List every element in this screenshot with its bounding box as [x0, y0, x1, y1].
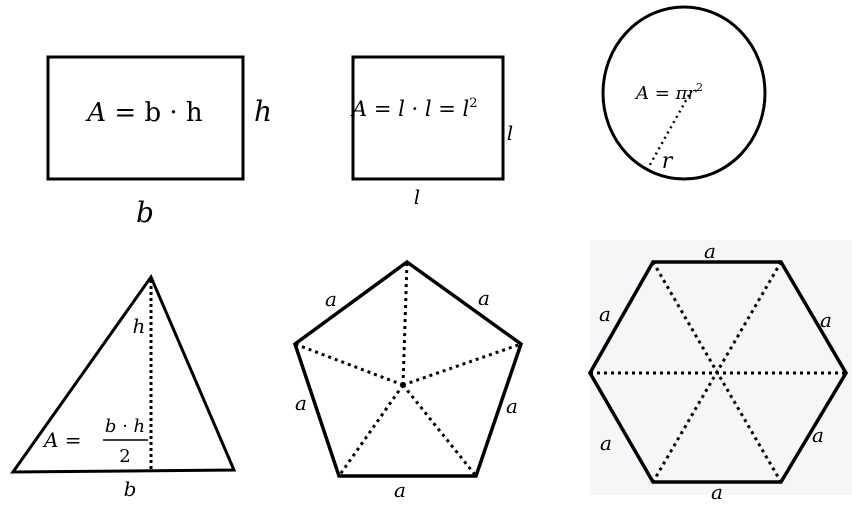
pentagon-side-label: a [394, 478, 406, 502]
hexagon-diagonals [590, 261, 846, 483]
hexagon-side-label: a [600, 431, 612, 455]
circle-formula: A = πr2 [634, 81, 703, 104]
pentagon-shape [292, 259, 524, 478]
rectangle-base-label: b [136, 196, 154, 229]
pentagon-figure: a a a a a [292, 259, 524, 502]
triangle-formula-lhs: A = [42, 428, 82, 452]
circle-shape [601, 5, 767, 181]
triangle-figure: h A = b · h 2 b [10, 273, 237, 501]
square-side-label: l [507, 121, 513, 145]
rectangle-formula: A = b · h [85, 98, 203, 128]
triangle-shape [10, 273, 237, 474]
triangle-formula-numerator: b · h [105, 416, 145, 437]
square-formula: A = l · l = l2 [350, 96, 478, 121]
hexagon-figure: a a a a a a [587, 239, 852, 504]
hexagon-side-label: a [599, 302, 611, 326]
pentagon-side-label: a [295, 391, 307, 415]
triangle-formula-denominator: 2 [119, 446, 130, 467]
pentagon-radii [294, 261, 522, 477]
hexagon-side-label: a [711, 480, 723, 504]
pentagon-side-label: a [325, 287, 337, 311]
hexagon-side-label: a [820, 308, 832, 332]
triangle-base-label: b [124, 477, 137, 501]
circle-radius-label: r [662, 149, 674, 174]
rectangle-height-label: h [254, 95, 272, 128]
hexagon-side-label: a [812, 423, 824, 447]
square-figure: A = l · l = l2 l l [350, 55, 513, 209]
hexagon-shape [587, 260, 849, 484]
rectangle-figure: A = b · h h b [46, 55, 272, 229]
circle-radius-line [645, 94, 691, 171]
triangle-height-label: h [133, 314, 146, 338]
square-shape [351, 55, 505, 181]
rectangle-shape [46, 55, 245, 181]
hexagon-side-label: a [704, 239, 716, 263]
pentagon-side-label: a [478, 286, 490, 310]
circle-figure: A = πr2 r [601, 5, 767, 181]
pentagon-side-label: a [506, 394, 518, 418]
square-base-label: l [414, 185, 420, 209]
